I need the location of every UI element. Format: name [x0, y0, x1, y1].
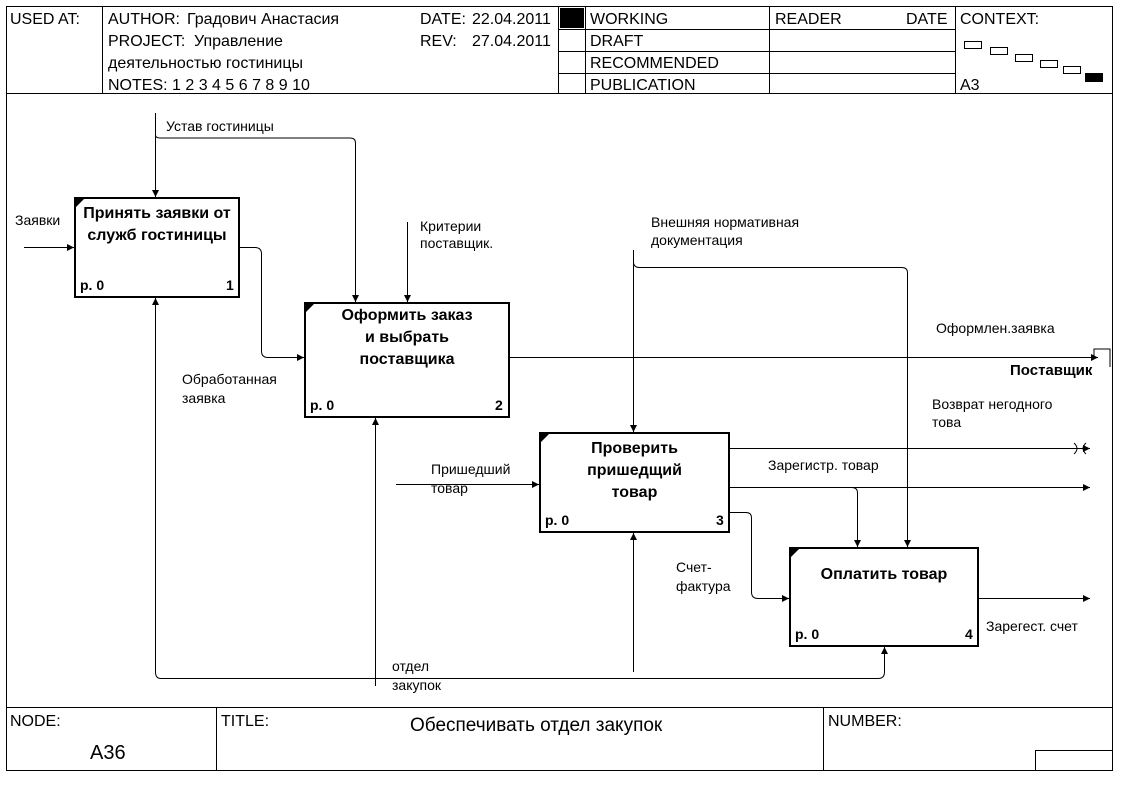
- status-recommended: RECOMMENDED: [590, 55, 719, 72]
- author-value: Градович Анастасия: [187, 11, 340, 28]
- label-zaregistr: Зарегистр. товар: [768, 457, 879, 473]
- box-4-num: 4: [965, 626, 973, 642]
- label-vozvrat-1: Возврат негодного: [932, 396, 1053, 412]
- context-label: CONTEXT:: [960, 11, 1040, 28]
- reader-label: READER: [775, 11, 842, 28]
- label-vneshn-1: Внешняя нормативная: [651, 214, 800, 230]
- reader-date-label: DATE: [906, 11, 948, 28]
- author-label: AUTHOR:: [108, 11, 180, 28]
- box-2-title: Оформить заказ и выбрать поставщика: [341, 307, 473, 368]
- activity-boxes: [74, 197, 979, 647]
- project-line2: деятельностью гостиницы: [108, 55, 304, 72]
- arrow-zaregistr-box4: [851, 487, 861, 547]
- label-ustav: Устав гостиницы: [166, 118, 274, 134]
- box-2-frame: [304, 302, 510, 418]
- arrow-vneshn-box4: [633, 261, 911, 547]
- node-value: A36: [90, 742, 126, 764]
- rev-value: 27.04.2011: [472, 33, 551, 50]
- label-schet-1: Счет-: [676, 559, 712, 575]
- label-prished-2: товар: [431, 480, 468, 496]
- box-corner-ticks: [75, 198, 800, 558]
- working-marker: [560, 8, 584, 28]
- outer-frame: [6, 6, 1113, 771]
- date-label: DATE:: [420, 11, 466, 28]
- node-label: NODE:: [10, 713, 61, 730]
- context-node: A3: [960, 77, 980, 94]
- box-2-ref: р. 0: [310, 397, 335, 413]
- number-label: NUMBER:: [828, 713, 902, 730]
- label-vneshn-2: документация: [651, 232, 743, 248]
- rev-label: REV:: [420, 33, 457, 50]
- title-label: TITLE:: [221, 713, 270, 730]
- label-kriterii-2: поставщик.: [420, 235, 494, 251]
- used-at-label: USED AT:: [10, 11, 80, 28]
- arrow-otdel-corner: [155, 671, 162, 679]
- box-3-ref: р. 0: [545, 512, 570, 528]
- footer-grid: [6, 707, 1113, 770]
- tunnel-icon: [1093, 348, 1111, 367]
- status-publication: PUBLICATION: [590, 77, 696, 94]
- context-mini-boxes: [964, 41, 1103, 82]
- label-vozvrat-2: това: [932, 414, 962, 430]
- label-postavshik: Поставщик: [1010, 362, 1093, 379]
- label-kriterii-1: Критерии: [420, 218, 482, 234]
- label-obrabot-2: заявка: [182, 390, 226, 406]
- label-schet-2: фактура: [676, 578, 731, 594]
- box-3-num: 3: [716, 512, 724, 528]
- label-prished-1: Пришедший: [431, 461, 511, 477]
- arrow-otdel-bus: [161, 671, 885, 679]
- label-otdel-2: закупок: [392, 677, 441, 693]
- box-3-title: Проверить пришедщий товар: [587, 440, 682, 501]
- diagram-title: Обеспечивать отдел закупок: [410, 715, 663, 736]
- status-draft: DRAFT: [590, 33, 644, 50]
- project-label: PROJECT:: [108, 33, 186, 50]
- box-4-ref: р. 0: [795, 626, 820, 642]
- box-1-ref: р. 0: [80, 277, 105, 293]
- tunnel-paren-icon: [1073, 442, 1078, 455]
- label-oformlen: Оформлен.заявка: [936, 320, 1055, 336]
- arrow-obrabot: [239, 247, 304, 361]
- box-3-frame: [539, 432, 730, 533]
- notes: NOTES: 1 2 3 4 5 6 7 8 9 10: [108, 77, 310, 94]
- box-1-title: Принять заявки от служб гостиницы: [83, 205, 231, 244]
- arrow-ustav-box2: [155, 134, 359, 302]
- label-obrabot-1: Обработанная: [182, 371, 277, 387]
- project-line1: Управление: [194, 33, 283, 50]
- label-zayavki: Заявки: [15, 212, 61, 228]
- box-4-title: Оплатить товар: [820, 566, 948, 583]
- status-working: WORKING: [590, 11, 669, 28]
- box-4-frame: [789, 547, 979, 647]
- label-zaregest: Зарегест. счет: [986, 618, 1078, 634]
- label-otdel-1: отдел: [392, 658, 430, 674]
- date-value: 22.04.2011: [472, 11, 551, 28]
- box-2-num: 2: [495, 397, 503, 413]
- header-grid: [6, 6, 1113, 94]
- arrow-schet: [729, 512, 789, 602]
- box-1-num: 1: [226, 277, 234, 293]
